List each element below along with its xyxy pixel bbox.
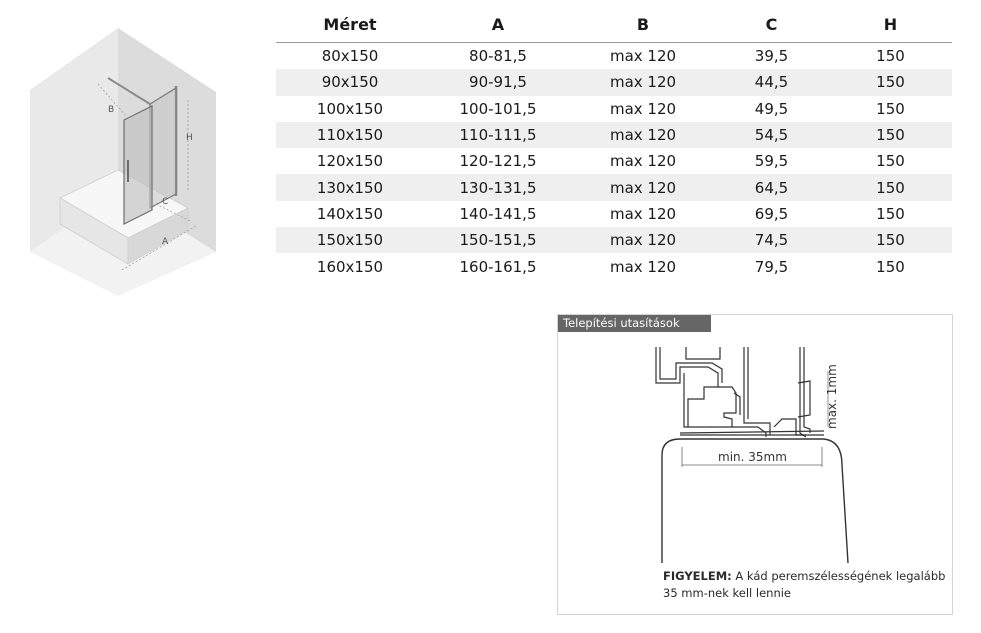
cell-c: 39,5 bbox=[754, 47, 789, 66]
cell-h: 150 bbox=[876, 204, 905, 223]
cell-b: max 120 bbox=[609, 204, 677, 223]
cell-a: 150-151,5 bbox=[424, 227, 572, 254]
dim-label-a: A bbox=[162, 237, 169, 247]
cell-a: 140-141,5 bbox=[459, 204, 537, 223]
cell-size: 90x150 bbox=[276, 69, 424, 96]
cell-h: 150 bbox=[876, 99, 905, 118]
cell-h: 150 bbox=[829, 69, 952, 96]
cell-h: 150 bbox=[829, 121, 952, 149]
cell-c: 54,5 bbox=[714, 121, 829, 149]
dim-label-c: C bbox=[162, 197, 168, 207]
cell-c: 59,5 bbox=[754, 152, 789, 171]
table-row: 90x150 90-91,5 max 120 44,5 150 bbox=[276, 69, 952, 96]
bath-screen-illustration: B H C A bbox=[30, 28, 216, 296]
cell-c: 69,5 bbox=[754, 204, 789, 223]
cell-size: 80x150 bbox=[321, 47, 379, 66]
cell-b: max 120 bbox=[609, 152, 677, 171]
table-row: 120x150 120-121,5 max 120 59,5 150 bbox=[276, 148, 952, 174]
cell-b: max 120 bbox=[572, 227, 714, 254]
dim-label-h: H bbox=[186, 133, 193, 143]
min-width-label: min. 35mm bbox=[718, 450, 787, 464]
cell-b: max 120 bbox=[609, 47, 677, 66]
cell-size: 120x150 bbox=[316, 152, 384, 171]
table-header-row: Méret A B C H bbox=[276, 6, 952, 43]
support-bar bbox=[107, 77, 151, 105]
warning-label: FIGYELEM: bbox=[663, 569, 732, 583]
sliding-glass-panel bbox=[123, 105, 153, 225]
cell-h: 150 bbox=[876, 152, 905, 171]
cell-h: 150 bbox=[876, 257, 905, 276]
bathtub-side bbox=[127, 207, 189, 265]
cell-size: 130x150 bbox=[276, 174, 424, 201]
max-height-label: max. 1mm bbox=[825, 364, 839, 429]
table-row: 110x150 110-111,5 max 120 54,5 150 bbox=[276, 121, 952, 149]
cell-c: 44,5 bbox=[714, 69, 829, 96]
cell-size: 150x150 bbox=[276, 227, 424, 254]
table-row: 140x150 140-141,5 max 120 69,5 150 bbox=[276, 201, 952, 227]
bathtub-rim bbox=[661, 438, 849, 564]
cell-a: 90-91,5 bbox=[424, 69, 572, 96]
header-c: C bbox=[714, 6, 829, 43]
size-table: Méret A B C H 80x150 80-81,5 max 120 39,… bbox=[276, 6, 952, 280]
cell-b: max 120 bbox=[572, 174, 714, 201]
cell-h: 150 bbox=[829, 174, 952, 201]
cell-size: 100x150 bbox=[316, 99, 384, 118]
header-a: A bbox=[424, 6, 572, 43]
cell-c: 79,5 bbox=[754, 257, 789, 276]
cell-size: 110x150 bbox=[276, 121, 424, 149]
cell-a: 100-101,5 bbox=[459, 99, 537, 118]
warning-text: A kád peremszélességének legalább 35 mm-… bbox=[663, 569, 946, 600]
table-row: 100x150 100-101,5 max 120 49,5 150 bbox=[276, 96, 952, 122]
cell-b: max 120 bbox=[572, 69, 714, 96]
cell-b: max 120 bbox=[609, 257, 677, 276]
cell-a: 160-161,5 bbox=[459, 257, 537, 276]
cell-b: max 120 bbox=[572, 121, 714, 149]
cell-b: max 120 bbox=[609, 99, 677, 118]
header-b: B bbox=[572, 6, 714, 43]
cell-h: 150 bbox=[876, 47, 905, 66]
cell-a: 130-131,5 bbox=[424, 174, 572, 201]
cell-c: 74,5 bbox=[714, 227, 829, 254]
fixed-glass-panel bbox=[149, 86, 177, 210]
header-h: H bbox=[829, 6, 952, 43]
dim-label-b: B bbox=[108, 105, 114, 115]
warning-note: FIGYELEM: A kád peremszélességének legal… bbox=[663, 568, 948, 602]
header-meret: Méret bbox=[276, 6, 424, 43]
profile-section bbox=[655, 347, 825, 438]
cell-a: 110-111,5 bbox=[424, 121, 572, 149]
cell-size: 140x150 bbox=[316, 204, 384, 223]
installation-panel: max. 1mm min. 35mm Telepítési utasítások… bbox=[557, 314, 953, 615]
cell-c: 64,5 bbox=[714, 174, 829, 201]
cell-a: 120-121,5 bbox=[459, 152, 537, 171]
table-row: 130x150 130-131,5 max 120 64,5 150 bbox=[276, 174, 952, 201]
cell-size: 160x150 bbox=[316, 257, 384, 276]
table-row: 160x150 160-161,5 max 120 79,5 150 bbox=[276, 253, 952, 279]
cell-h: 150 bbox=[829, 227, 952, 254]
installation-cross-section-diagram: max. 1mm min. 35mm bbox=[655, 347, 849, 564]
table-row: 150x150 150-151,5 max 120 74,5 150 bbox=[276, 227, 952, 254]
installation-tab-label: Telepítési utasítások bbox=[558, 315, 711, 332]
table-row: 80x150 80-81,5 max 120 39,5 150 bbox=[276, 43, 952, 70]
cell-a: 80-81,5 bbox=[469, 47, 527, 66]
cell-c: 49,5 bbox=[754, 99, 789, 118]
